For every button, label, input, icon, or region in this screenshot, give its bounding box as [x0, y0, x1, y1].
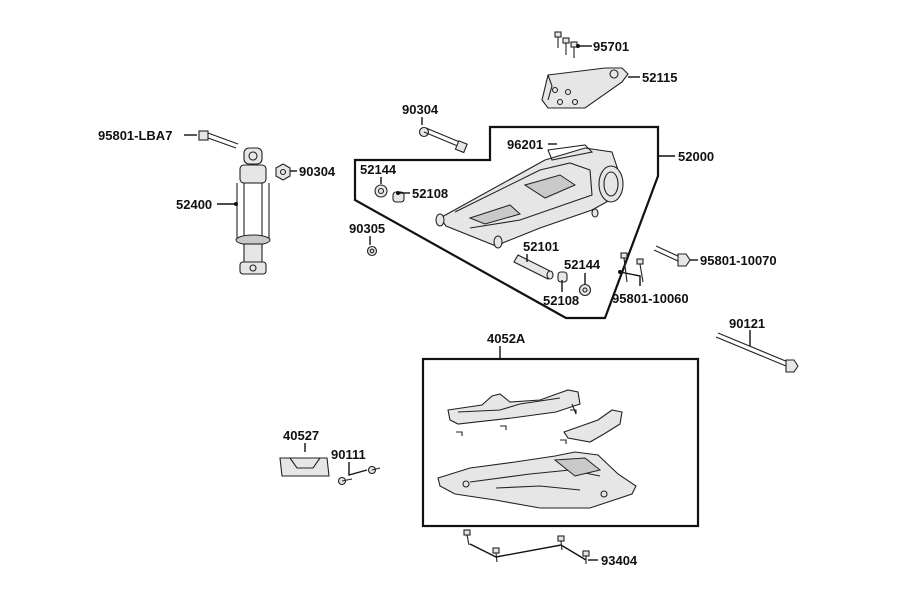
label-96201: 96201 [507, 137, 543, 152]
label-95801-lba7: 95801-LBA7 [98, 128, 172, 143]
side-bracket-part [563, 409, 623, 443]
bushing-52144-right-part [578, 283, 592, 297]
bolts-93404-part [463, 529, 590, 564]
bolts-95801-10060-part [620, 252, 644, 283]
swing-arm-group-outline [353, 125, 660, 320]
label-90304-top: 90304 [402, 102, 439, 117]
label-95801-10060: 95801-10060 [612, 291, 689, 306]
label-52144-left: 52144 [360, 162, 397, 177]
lower-cover-part [437, 451, 637, 509]
bolt-95801-lba7-part [198, 130, 239, 149]
label-90121: 90121 [729, 316, 765, 331]
label-40527: 40527 [283, 428, 319, 443]
label-52000: 52000 [678, 149, 714, 164]
label-52108-left: 52108 [412, 186, 448, 201]
label-52400: 52400 [176, 197, 212, 212]
label-90111: 90111 [331, 447, 366, 462]
screws-90111-part [337, 465, 381, 486]
bolts-95701-part [554, 31, 578, 58]
washer-90305-part [366, 245, 378, 257]
long-bolt-90121-part [715, 332, 799, 373]
bracket-52115-part [541, 67, 629, 109]
small-clips-part [456, 409, 577, 444]
bushing-52144-left-part [374, 184, 388, 198]
label-4052a: 4052A [487, 331, 526, 346]
upper-cover-part [447, 389, 581, 425]
shock-absorber-52400-part [235, 147, 271, 275]
label-90304-shock: 90304 [299, 164, 336, 179]
shaft-52101-part [513, 254, 554, 280]
nut-90304-shock-part [275, 163, 291, 181]
bolt-95801-10070-part [653, 245, 691, 267]
cover-group-outline [421, 357, 700, 528]
label-93404: 93404 [601, 553, 638, 568]
label-90305: 90305 [349, 221, 385, 236]
bolt-90304-top-part [418, 126, 468, 154]
bumper-40527-part [279, 457, 330, 477]
label-52144-right: 52144 [564, 257, 601, 272]
swing-arm-52000-part [435, 144, 624, 249]
label-95701: 95701 [593, 39, 629, 54]
label-95801-10070: 95801-10070 [700, 253, 777, 268]
label-52108-right: 52108 [543, 293, 579, 308]
label-52101: 52101 [523, 239, 559, 254]
label-52115: 52115 [642, 70, 677, 85]
